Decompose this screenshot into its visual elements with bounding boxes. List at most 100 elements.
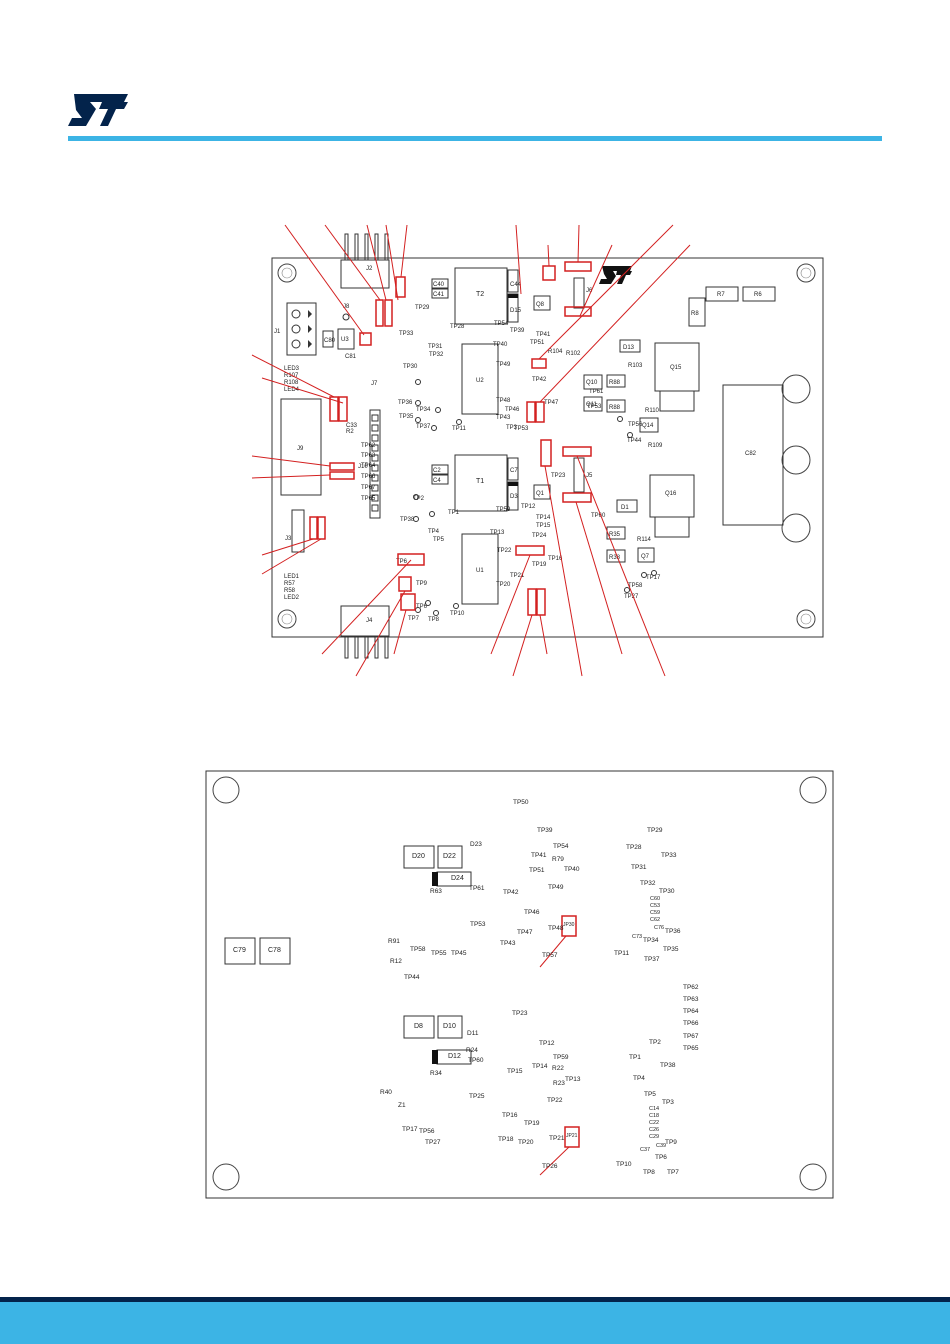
test-point-label: TP5 (644, 1091, 656, 1098)
cap-label: C37 (640, 1147, 651, 1153)
svg-text:TP46: TP46 (505, 407, 520, 413)
test-point-label: TP40 (564, 866, 580, 873)
svg-text:TP5: TP5 (433, 537, 445, 543)
footer-bar (0, 1302, 950, 1344)
component-label: R79 (552, 856, 564, 863)
test-point-label: TP21 (549, 1135, 565, 1142)
svg-text:Q14: Q14 (642, 423, 654, 429)
cap-label: C39 (656, 1143, 667, 1149)
svg-text:Q1: Q1 (536, 491, 545, 497)
svg-text:LED1: LED1 (284, 574, 300, 580)
test-point-label: TP44 (404, 974, 420, 981)
component-label: D23 (470, 841, 482, 848)
jumper-label: JP21 (566, 1133, 578, 1139)
component-label: Z1 (398, 1102, 406, 1109)
test-point-label: TP8 (643, 1169, 655, 1176)
svg-text:J7: J7 (371, 381, 378, 387)
test-point-label: TP62 (683, 984, 699, 991)
test-point-label: TP1 (629, 1054, 641, 1061)
svg-text:R58: R58 (284, 588, 296, 594)
svg-text:TP66: TP66 (361, 474, 376, 480)
svg-text:TP7: TP7 (408, 616, 420, 622)
cap-label: C73 (632, 934, 643, 940)
svg-text:C33: C33 (346, 423, 358, 429)
svg-text:TP54: TP54 (494, 321, 509, 327)
svg-text:U3: U3 (341, 337, 349, 343)
bottom-board (205, 770, 834, 1199)
svg-text:T1: T1 (476, 478, 484, 485)
test-point-label: TP10 (616, 1161, 632, 1168)
component-label: D10 (443, 1023, 456, 1030)
svg-text:TP29: TP29 (415, 305, 430, 311)
svg-text:J8: J8 (343, 304, 350, 310)
svg-text:TP3: TP3 (506, 425, 518, 431)
svg-text:TP8: TP8 (428, 617, 440, 623)
test-point-label: TP31 (631, 864, 647, 871)
test-point-label: TP27 (425, 1139, 441, 1146)
test-point-label: TP48 (548, 925, 564, 932)
svg-text:TP19: TP19 (532, 562, 547, 568)
svg-text:TP16: TP16 (548, 556, 563, 562)
test-point-label: TP29 (647, 827, 663, 834)
component-label: R91 (388, 938, 400, 945)
svg-text:U2: U2 (476, 378, 484, 384)
svg-text:R2: R2 (346, 429, 354, 435)
component-label: R34 (430, 1070, 442, 1077)
test-point-label: TP22 (547, 1097, 563, 1104)
svg-text:R103: R103 (628, 363, 643, 369)
component-label: D12 (448, 1053, 461, 1060)
test-point-label: TP32 (640, 880, 656, 887)
svg-text:D15: D15 (510, 308, 522, 314)
test-point-label: TP16 (502, 1112, 518, 1119)
svg-text:T2: T2 (476, 291, 484, 298)
svg-text:TP2: TP2 (413, 496, 425, 502)
test-point-label: TP54 (553, 843, 569, 850)
component-label: R63 (430, 888, 442, 895)
svg-text:R114: R114 (637, 537, 652, 543)
test-point-label: TP4 (633, 1075, 645, 1082)
svg-text:R38: R38 (609, 555, 621, 561)
cap-label: C76 (654, 925, 665, 931)
svg-text:TP37: TP37 (416, 424, 431, 430)
test-point-label: TP64 (683, 1008, 699, 1015)
cap-label: C29 (649, 1134, 660, 1140)
svg-text:Q11: Q11 (586, 402, 598, 408)
svg-text:TP64: TP64 (361, 463, 376, 469)
test-point-label: TP50 (513, 799, 529, 806)
test-point-label: TP35 (663, 946, 679, 953)
test-point-label: TP58 (410, 946, 426, 953)
test-point-label: TP13 (565, 1076, 581, 1083)
cap-label: C14 (649, 1106, 660, 1112)
svg-text:TP61: TP61 (589, 389, 604, 395)
svg-text:U1: U1 (476, 568, 484, 574)
test-point-label: TP20 (518, 1139, 534, 1146)
component-label: C78 (268, 947, 281, 954)
svg-text:TP6: TP6 (416, 604, 428, 610)
test-point-label: TP46 (524, 909, 540, 916)
st-logo (66, 92, 136, 128)
svg-text:TP38: TP38 (400, 517, 415, 523)
component-label: R12 (390, 958, 402, 965)
svg-text:TP51: TP51 (530, 340, 545, 346)
svg-text:TP49: TP49 (496, 362, 511, 368)
test-point-label: TP38 (660, 1062, 676, 1069)
svg-text:Q15: Q15 (670, 365, 682, 371)
svg-text:TP24: TP24 (532, 533, 547, 539)
svg-text:R109: R109 (648, 443, 663, 449)
svg-text:TP28: TP28 (450, 324, 465, 330)
svg-text:TP39: TP39 (510, 328, 525, 334)
svg-text:J2: J2 (366, 266, 373, 272)
test-point-label: TP45 (451, 950, 467, 957)
svg-text:R110: R110 (645, 408, 660, 414)
svg-text:TP65: TP65 (361, 496, 376, 502)
svg-text:TP31: TP31 (428, 344, 443, 350)
svg-text:TP62: TP62 (361, 443, 376, 449)
svg-text:TP60: TP60 (591, 513, 606, 519)
svg-text:TP27: TP27 (624, 594, 639, 600)
svg-text:R102: R102 (566, 351, 581, 357)
svg-text:C2: C2 (433, 468, 441, 474)
svg-text:TP9: TP9 (416, 581, 428, 587)
cap-label: C22 (649, 1120, 660, 1126)
